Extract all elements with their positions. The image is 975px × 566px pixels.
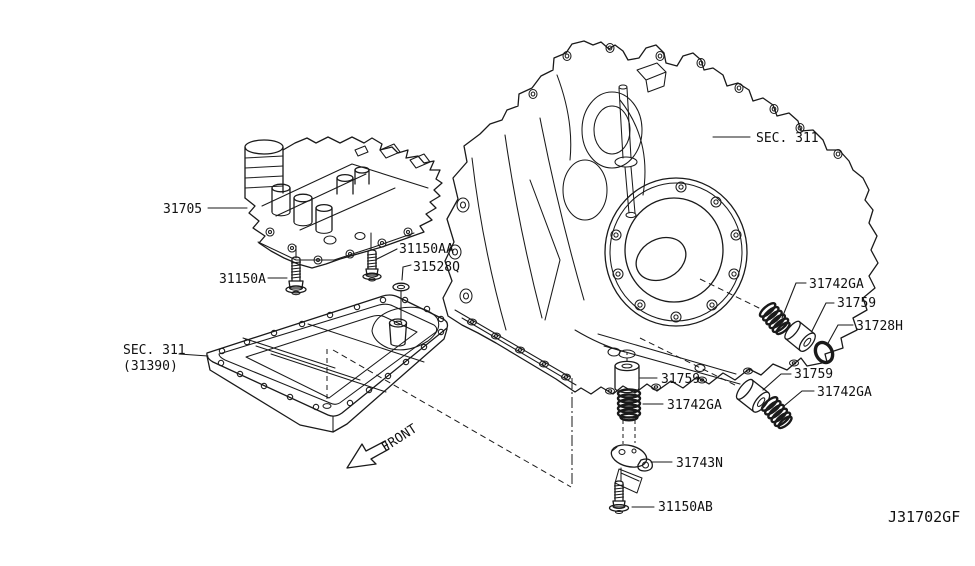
valve-piston-upper-drawing <box>784 320 816 352</box>
part-label-valve-upper: 31759 <box>837 296 876 311</box>
oring-31728h-drawing <box>813 340 835 365</box>
valve-piston-center-drawing <box>614 360 640 394</box>
pan-bolt-holes <box>217 296 445 411</box>
part-label-pan-section-line1: SEC. 311 <box>123 343 186 358</box>
flange-bolt-holes <box>610 181 742 323</box>
construction-lines <box>326 278 762 488</box>
part-label-oring: 31728H <box>856 319 903 334</box>
bolt-31150aa-drawing <box>362 232 382 282</box>
control-valve-assembly-drawing <box>244 136 443 269</box>
front-direction-arrow: FRONT <box>346 421 420 469</box>
bolt-31150a-drawing <box>285 245 307 296</box>
part-label-bolt-bracket: 31150AB <box>658 500 713 515</box>
valve-piston-lower-drawing <box>735 378 771 413</box>
part-label-valve-center: 31759 <box>661 372 700 387</box>
part-label-bracket: 31743N <box>676 456 723 471</box>
part-labels: 31705 31150A 31150AA 31528Q SEC. 311 (31… <box>123 131 960 526</box>
bracket-31743n-drawing <box>610 444 653 494</box>
part-label-washer: 31528Q <box>413 260 460 275</box>
part-label-valve-lower: 31759 <box>794 367 833 382</box>
transaxle-case-drawing <box>442 40 879 395</box>
oil-pan-drawing <box>206 294 449 433</box>
spring-lower-drawing <box>760 396 793 430</box>
bottom-lug-holes <box>604 359 800 395</box>
valve-body-bolt-bosses <box>265 227 413 265</box>
part-label-spring-lower: 31742GA <box>817 385 872 400</box>
part-label-spring-center: 31742GA <box>667 398 722 413</box>
solenoid-cylinders <box>271 166 370 234</box>
part-label-spring-upper: 31742GA <box>809 277 864 292</box>
spring-upper-drawing <box>758 302 791 336</box>
part-label-valve-body: 31705 <box>163 202 202 217</box>
diagram-code: J31702GF <box>888 508 960 526</box>
part-label-pan-section-line2: (31390) <box>123 359 178 374</box>
front-label: FRONT <box>379 421 420 455</box>
spring-center-drawing <box>616 388 642 422</box>
part-label-bolt-rear: 31150AA <box>399 242 454 257</box>
pan-flange-holes <box>466 318 572 381</box>
washer-31528q-drawing <box>392 282 410 322</box>
part-label-bolt-front: 31150A <box>219 272 266 287</box>
leader-lines <box>178 136 854 508</box>
top-lug-holes <box>528 42 843 160</box>
part-label-case-section: SEC. 311 <box>756 131 819 146</box>
